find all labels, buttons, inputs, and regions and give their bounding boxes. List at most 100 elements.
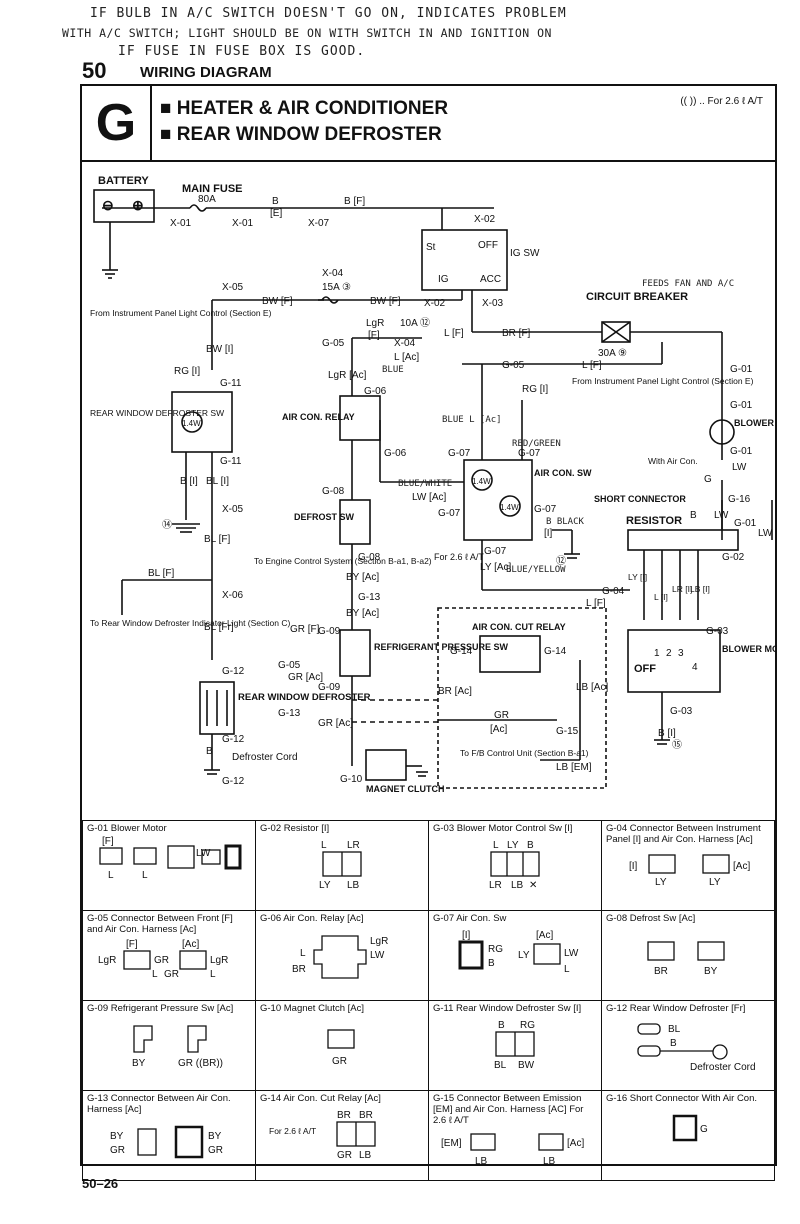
- conn-lbl: [I]: [629, 861, 638, 872]
- to-engine-label: To Engine Control System (Section B-a1, …: [254, 556, 432, 566]
- battery-box: [93, 189, 155, 223]
- conn-title: G-05 Connector Between Front [F] and Air…: [87, 913, 233, 935]
- wire-bw-i: BW [I]: [206, 344, 233, 355]
- conn-lbl: BR: [292, 964, 306, 975]
- aircon-sw-label: AIR CON. SW: [534, 468, 592, 478]
- conn-lbl: LY: [709, 877, 721, 887]
- cut-relay-label: AIR CON. CUT RELAY: [472, 622, 566, 632]
- conn-lbl: For 2.6 ℓ A/T: [269, 1126, 316, 1136]
- conn-lbl: L: [321, 840, 327, 851]
- conn-title: G-09 Refrigerant Pressure Sw [Ac]: [87, 1003, 234, 1014]
- main-fuse-label: MAIN FUSE: [182, 183, 243, 195]
- conn-lbl: LB: [347, 880, 360, 891]
- conn-lbl: GR: [208, 1145, 223, 1156]
- conn-lbl: RG: [520, 1020, 535, 1031]
- conn-cell-g06: G-06 Air Con. Relay [Ac] LgR L LW BR: [255, 910, 429, 1001]
- page-number: 50: [82, 58, 107, 83]
- blue-note: BLUE: [382, 365, 404, 375]
- conn-g01b: G-01: [730, 400, 753, 411]
- wire-lgr-ac: LgR [Ac]: [328, 370, 367, 381]
- conn-lbl: LB: [475, 1156, 488, 1167]
- footer-page-number: 50–26: [82, 1176, 119, 1191]
- blower-motor-label: BLOWER MOTOR: [734, 418, 775, 428]
- connector-g11-icon: B RG BL BW: [494, 1020, 535, 1071]
- wire-lf: L [F]: [444, 328, 464, 339]
- conn-lbl: B: [488, 958, 495, 969]
- blue-l-ac: BLUE L [Ac]: [442, 415, 502, 425]
- conn-lbl: GR: [110, 1145, 125, 1156]
- red-green-note: RED/GREEN: [512, 439, 561, 449]
- refrigerant-sw-box: [339, 629, 371, 677]
- blower-pos-2: 2: [666, 648, 672, 659]
- conn-title: G-15 Connector Between Emission [EM] and…: [433, 1093, 584, 1126]
- rear-defroster-label: REAR WINDOW DEFROSTER: [238, 692, 371, 703]
- conn-lbl: LW: [564, 948, 579, 959]
- resistor-box: [627, 529, 739, 551]
- wire-gr-ac: GR [Ac]: [288, 672, 323, 683]
- conn-x05: X-05: [222, 282, 244, 293]
- conn-g12c: G-12: [222, 776, 245, 787]
- conn-g09b: G-09: [318, 682, 341, 693]
- conn-g05c: G-05: [502, 360, 525, 371]
- conn-lbl: LY: [655, 877, 667, 887]
- conn-cell-g04: G-04 Connector Between Instrument Panel …: [601, 820, 775, 911]
- battery-label: BATTERY: [98, 175, 149, 187]
- conn-lbl: LB: [543, 1156, 556, 1167]
- blue-yellow-note: BLUE/YELLOW: [506, 565, 566, 575]
- conn-lbl: BR: [337, 1110, 351, 1121]
- conn-g12b: G-12: [222, 734, 245, 745]
- conn-lbl: B: [670, 1038, 677, 1049]
- conn-lbl: L: [493, 840, 499, 851]
- conn-cell-g15: G-15 Connector Between Emission [EM] and…: [428, 1090, 602, 1181]
- conn-x04b: X-04: [394, 338, 416, 349]
- conn-lbl: BW: [518, 1060, 535, 1071]
- wire-lb-em: LB [EM]: [556, 762, 592, 773]
- wire-lb-ac: LB [Ac]: [576, 682, 608, 693]
- conn-title: G-01 Blower Motor: [87, 823, 167, 834]
- conn-g01a: G-01: [730, 364, 753, 375]
- ignition-switch-box: [421, 229, 508, 291]
- conn-title: G-10 Magnet Clutch [Ac]: [260, 1003, 365, 1014]
- ig-st: St: [426, 242, 436, 253]
- conn-lbl: B: [527, 840, 534, 851]
- blower-pos-1: 1: [654, 648, 660, 659]
- wire-rg-i: RG [I]: [174, 366, 200, 377]
- conn-g08a: G-08: [322, 486, 345, 497]
- conn-lbl: GR: [332, 1056, 347, 1067]
- wire-by-ac: BY [Ac]: [346, 572, 379, 583]
- blower-control-sw-box: [627, 629, 721, 693]
- conn-g11b: G-11: [220, 456, 242, 467]
- conn-lbl: [F]: [126, 939, 138, 950]
- conn-lbl: LgR: [210, 955, 228, 966]
- conn-lbl: LgR: [98, 955, 116, 966]
- connector-g03-icon: L LY B LR LB ✕: [489, 840, 540, 891]
- conn-g08b: G-08: [358, 552, 381, 563]
- wire-gr: GR: [494, 710, 509, 721]
- for-26-label: For 2.6 ℓ A/T: [434, 552, 484, 562]
- wire-lw3: LW: [758, 528, 773, 539]
- conn-g07e: G-07: [484, 546, 507, 557]
- battery-plus-icon: ⊕: [132, 197, 144, 213]
- main-fuse-rating: 80A: [198, 194, 216, 205]
- wire-by-ac-2: BY [Ac]: [346, 608, 379, 619]
- conn-g05b: G-05: [278, 660, 301, 671]
- wire-b-i-3: [I]: [544, 528, 553, 539]
- ig-off: OFF: [478, 240, 498, 251]
- handwritten-note-line-3: IF FUSE IN FUSE BOX IS GOOD.: [118, 44, 366, 59]
- blower-pos-3: 3: [678, 648, 684, 659]
- conn-g14a: G-14: [450, 646, 473, 657]
- conn-cell-g10: G-10 Magnet Clutch [Ac] GR: [255, 1000, 429, 1091]
- conn-lbl: L: [564, 964, 570, 975]
- wire-b-i: B [I]: [180, 476, 198, 487]
- conn-cell-g09: G-09 Refrigerant Pressure Sw [Ac] BY GR …: [82, 1000, 256, 1091]
- conn-x04: X-04: [322, 268, 344, 279]
- connector-g14-icon: For 2.6 ℓ A/T BR BR GR LB: [269, 1110, 376, 1161]
- section-note: (( )) .. For 2.6 ℓ A/T: [680, 96, 763, 107]
- conn-g03a: G-03: [706, 626, 729, 637]
- section-title-1: ■ HEATER & AIR CONDITIONER: [160, 98, 449, 119]
- section-letter: G: [82, 86, 152, 160]
- conn-x07: X-07: [308, 218, 330, 229]
- battery-minus-icon: ⊖: [102, 197, 114, 213]
- ground-12: ⑫: [556, 555, 566, 567]
- wire-lf-2: L [F]: [582, 360, 602, 371]
